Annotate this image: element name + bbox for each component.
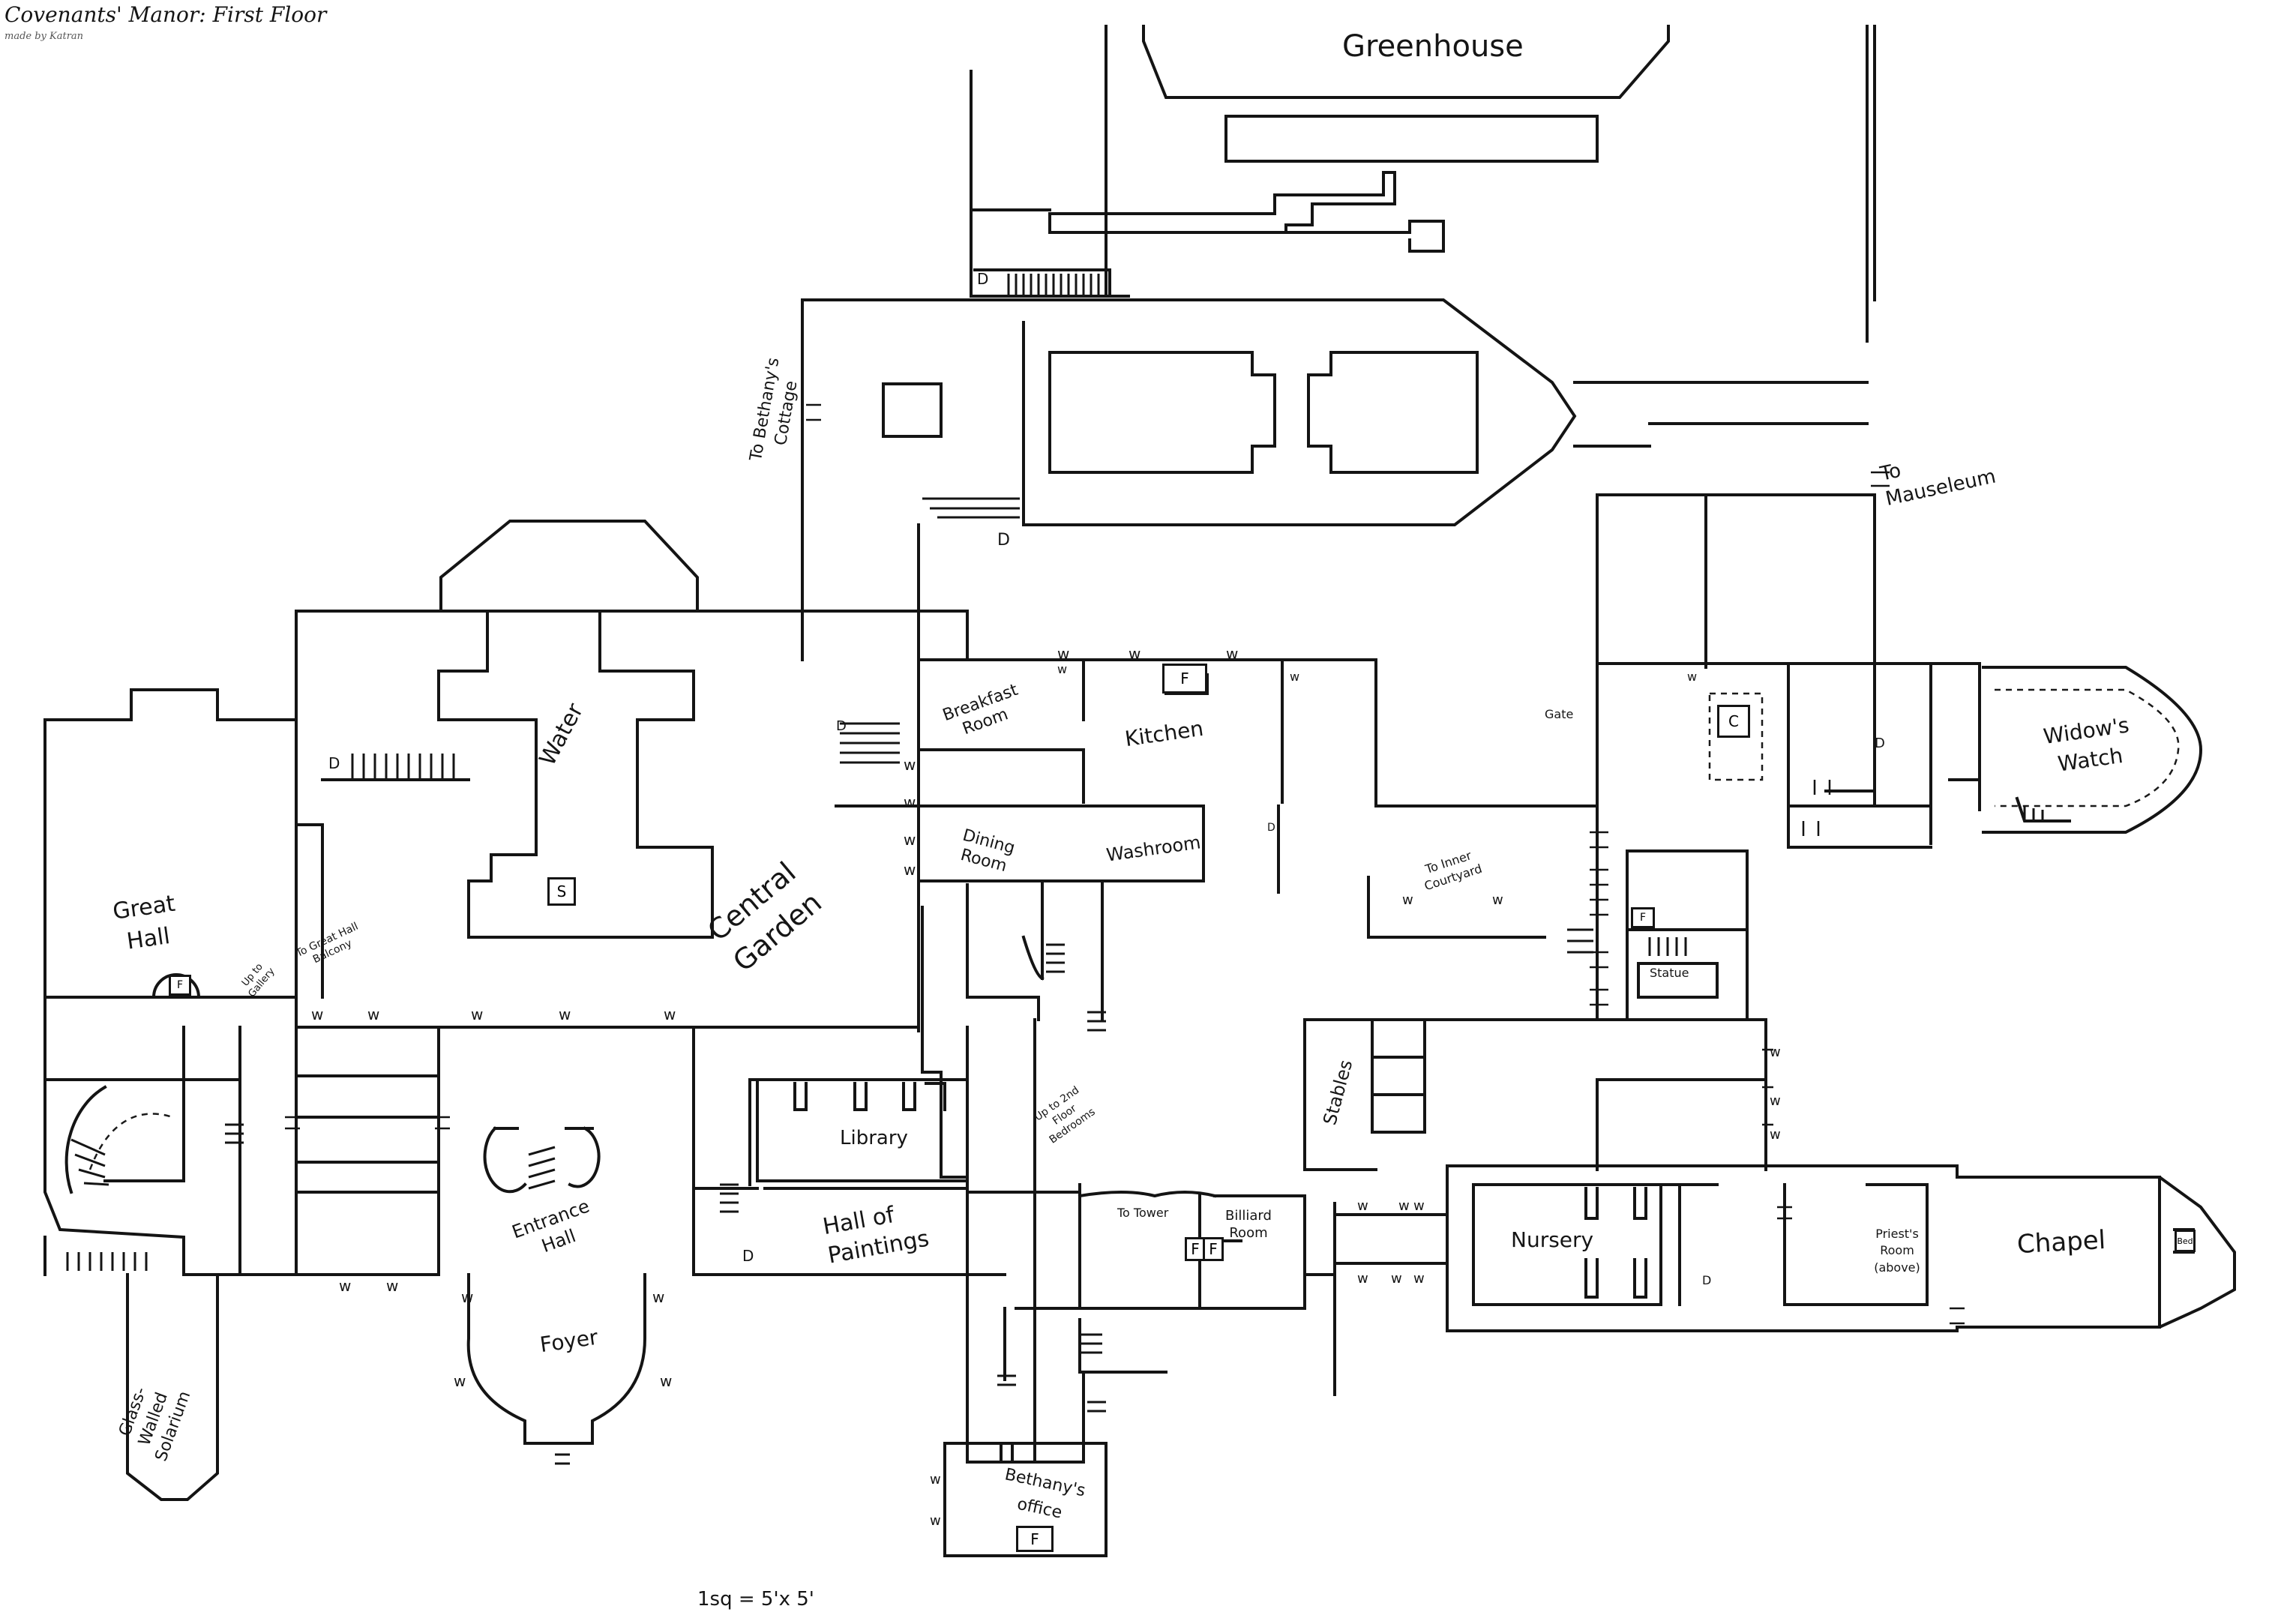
library-walls [692,1026,969,1276]
door-marker-north-stairs: D [997,531,1010,550]
room-label-great-hall: Great Hall [111,890,177,955]
window-marker: w [339,1277,352,1295]
window-marker: w [1402,892,1413,908]
window-marker: w [1413,1271,1425,1287]
door-marker-widows: D [1875,736,1885,751]
window-marker: w [1290,670,1300,684]
scale-note: 1sq = 5'x 5' [697,1588,814,1611]
window-marker: w [1057,645,1070,663]
greenhouse-walls [1048,25,1876,343]
stables-walls [1303,1018,1599,1171]
solarium-walls [43,1026,346,1501]
door-marker-garden-east: D [836,718,847,734]
window-marker: w [1413,1198,1425,1214]
window-marker: w [1057,662,1068,676]
exit-label-gate: Gate [1545,707,1574,721]
fireplace-billiard-2: F [1203,1237,1224,1261]
room-label-billiard-room: Billiard Room [1225,1208,1272,1242]
bed-marker: Bed [2175,1230,2196,1252]
door-marker-paintings: D [742,1247,754,1265]
window-marker: w [1226,645,1239,663]
window-marker: w [904,831,916,849]
north-wing-walls [801,25,1869,661]
door-marker-washroom: D [1267,822,1275,834]
window-marker: w [1357,1198,1368,1214]
fireplace-kitchen: F [1162,664,1207,694]
entrance-hall-walls [295,1026,969,1276]
window-marker: w [461,1288,474,1306]
chapel-wing-walls [1446,1164,2236,1332]
widows-watch-walls [1787,790,2071,849]
east-wing-walls [1596,493,2203,1171]
room-label-priests-room: Priest's Room (above) [1874,1227,1920,1275]
window-marker: w [930,1472,941,1488]
window-marker: w [386,1277,399,1295]
window-marker: w [1770,1127,1781,1143]
door-marker-nursery: D [1702,1273,1712,1287]
kitchen-wing-walls [917,658,1599,1179]
window-marker: w [904,756,916,774]
window-marker: w [660,1372,673,1390]
fireplace-great-hall: F [169,975,191,996]
stair-hatches [66,274,2044,1465]
door-ticks [285,403,1965,1325]
exit-label-to-tower: To Tower [1117,1206,1169,1220]
window-marker: w [1770,1093,1781,1109]
room-label-chapel: Chapel [2016,1224,2107,1260]
window-marker: w [1129,645,1141,663]
window-marker: w [930,1513,941,1529]
room-label-statue: Statue [1650,966,1689,980]
room-label-library: Library [840,1127,908,1149]
foyer-walls [466,1273,646,1445]
window-marker: w [1770,1044,1781,1060]
map-title: Covenants' Manor: First Floor [4,2,327,27]
room-label-greenhouse: Greenhouse [1342,29,1524,64]
statue-marker: S [547,877,576,906]
window-marker: w [664,1005,676,1023]
cross-marker: C [1717,705,1750,738]
room-label-nursery: Nursery [1511,1227,1594,1252]
window-marker: w [904,861,916,879]
window-marker: w [471,1005,484,1023]
window-marker: w [559,1005,571,1023]
window-marker: w [311,1005,324,1023]
fireplace-office: F [1016,1526,1054,1552]
window-marker: w [1687,670,1698,684]
window-marker: w [367,1005,380,1023]
window-marker: w [1357,1271,1368,1287]
office-walls [943,1442,1108,1557]
great-hall-walls [43,688,324,1081]
window-marker: w [1391,1271,1402,1287]
central-garden-walls [295,520,920,1032]
window-marker: w [652,1288,665,1306]
window-marker: w [904,793,916,811]
map-credit: made by Katran [4,31,84,42]
door-marker-garden-stairs: D [328,754,340,772]
door-marker-greenhouse: D [977,270,989,288]
window-marker: w [1398,1198,1410,1214]
window-marker: w [454,1372,466,1390]
fireplace-statue-room: F [1631,907,1655,928]
window-marker: w [1492,892,1503,908]
fireplace-billiard-1: F [1185,1237,1206,1261]
